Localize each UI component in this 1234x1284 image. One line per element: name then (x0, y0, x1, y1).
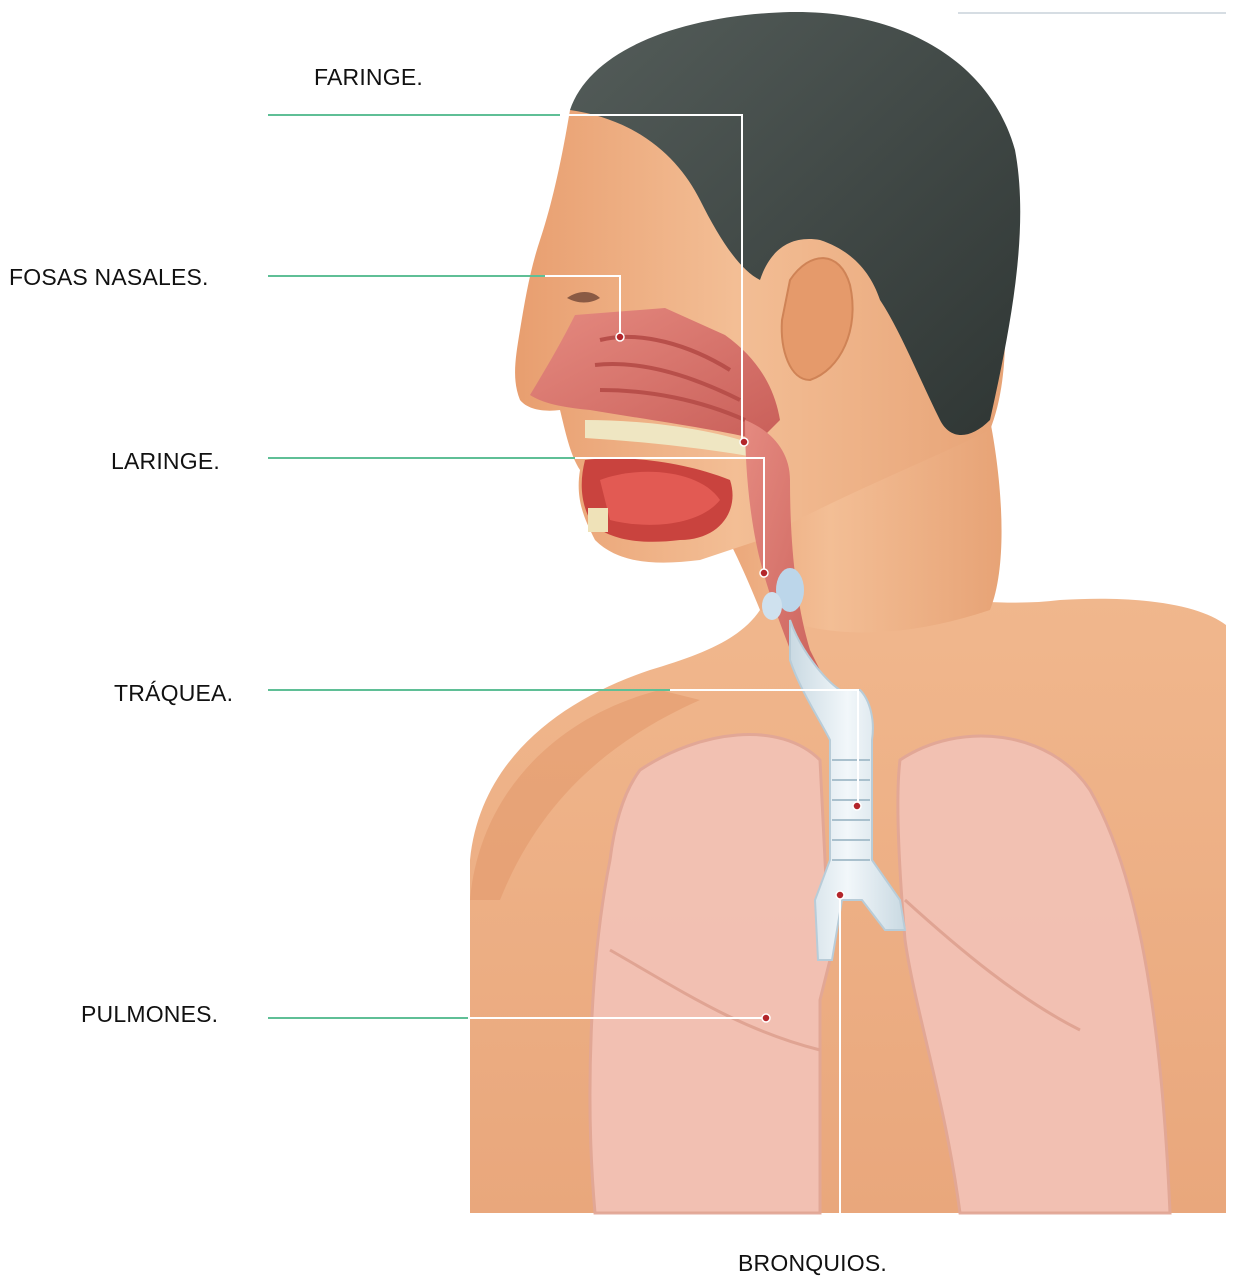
larynx-cartilage-2 (762, 592, 782, 620)
marker-bronquios (836, 891, 844, 899)
marker-laringe (760, 569, 768, 577)
label-traquea: TRÁQUEA. (114, 680, 233, 707)
teeth-shape (588, 508, 608, 532)
marker-pulmones (762, 1014, 770, 1022)
label-fosas-nasales: FOSAS NASALES. (9, 264, 209, 291)
label-faringe: FARINGE. (314, 64, 423, 91)
label-laringe: LARINGE. (111, 448, 220, 475)
left-lung-shape (590, 735, 830, 1213)
marker-traquea (853, 802, 861, 810)
label-bronquios: BRONQUIOS. (738, 1250, 887, 1277)
marker-fosas-nasales (616, 333, 624, 341)
marker-faringe (740, 438, 748, 446)
label-pulmones: PULMONES. (81, 1001, 218, 1028)
